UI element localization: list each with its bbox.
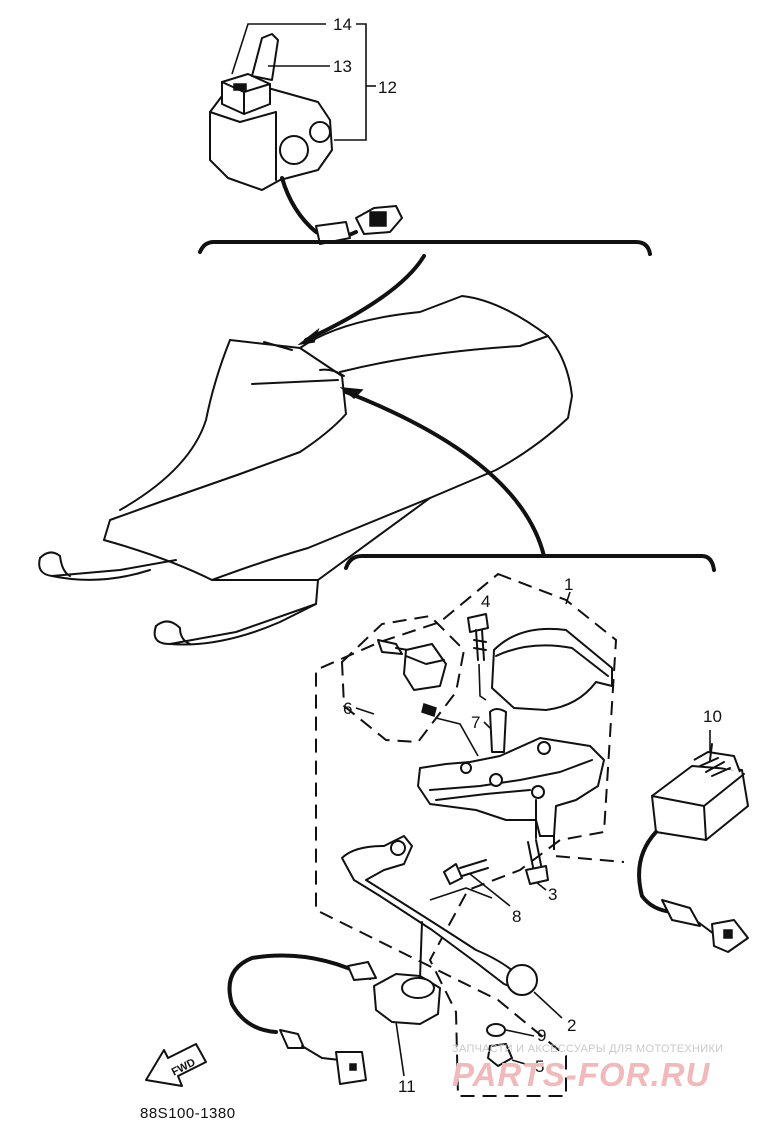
watermark-logo: PARTS-FOR.RU xyxy=(452,1056,710,1093)
callout-13: 13 xyxy=(333,57,352,76)
diagram-code: 88S100-1380 xyxy=(140,1105,236,1122)
callout-5: 5 xyxy=(535,1057,544,1076)
callout-7: 7 xyxy=(471,713,480,732)
callout-10: 10 xyxy=(703,707,722,726)
relay-10 xyxy=(553,743,749,953)
screw-8 xyxy=(443,859,489,885)
callout-8: 8 xyxy=(512,907,521,926)
nut-5 xyxy=(487,1043,533,1067)
callout-11: 11 xyxy=(398,1077,416,1096)
callout-leaders-top xyxy=(231,23,376,141)
callout-leaders-lower xyxy=(355,591,711,891)
switch-assembly-detail xyxy=(209,33,403,245)
callout-12: 12 xyxy=(378,78,397,97)
callout-2: 2 xyxy=(567,1016,576,1035)
callout-9: 9 xyxy=(537,1026,546,1045)
callout-4: 4 xyxy=(481,592,490,611)
forward-direction-arrow: FWD xyxy=(145,1043,207,1087)
lever-bracket xyxy=(417,737,605,837)
washer-9 xyxy=(486,1023,535,1037)
section-divider-top xyxy=(198,240,652,256)
screw-3 xyxy=(525,799,549,885)
screw-4 xyxy=(467,613,489,661)
upper-cover xyxy=(491,627,613,711)
callout-6: 6 xyxy=(343,699,352,718)
callout-1: 1 xyxy=(564,575,573,594)
brake-lever-2 xyxy=(341,835,563,1019)
assembly-6-boundary xyxy=(340,614,466,744)
callout-14: 14 xyxy=(333,15,352,34)
callout-3: 3 xyxy=(548,885,557,904)
switch-block-6 xyxy=(377,639,479,757)
section-divider-bottom xyxy=(344,554,716,572)
brake-switch-11 xyxy=(227,921,441,1085)
assembly-1-boundary xyxy=(315,572,618,1097)
snowmobile-outline xyxy=(38,254,573,646)
watermark-tagline: ЗАПЧАСТИ И АКСЕССУАРЫ ДЛЯ МОТОТЕХНИКИ xyxy=(452,1043,723,1055)
